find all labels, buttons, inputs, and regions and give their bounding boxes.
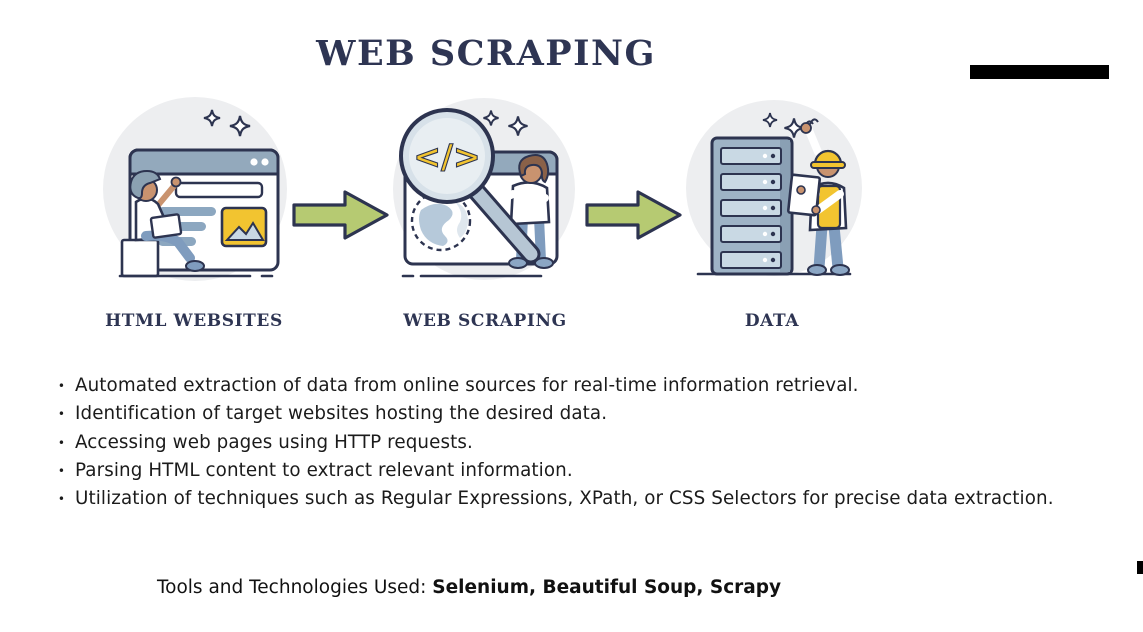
- bullet-text: Accessing web pages using HTTP requests.: [75, 431, 473, 453]
- browser-window-icon: [128, 148, 280, 272]
- globe-icon: [410, 190, 472, 252]
- sitting-person-icon: [118, 169, 274, 278]
- bullet-item: • Utilization of techniques such as Regu…: [48, 485, 1138, 513]
- step-label-html-websites: HTML WEBSITES: [105, 311, 283, 331]
- bullet-text: Identification of target websites hostin…: [75, 403, 608, 425]
- flow-arrow-icon: [292, 190, 389, 240]
- flow-step-html-websites: HTML WEBSITES: [94, 90, 294, 340]
- code-symbol: </>: [413, 137, 480, 176]
- bullet-list: • Automated extraction of data from onli…: [48, 372, 1138, 513]
- step-label-web-scraping: WEB SCRAPING: [403, 311, 567, 331]
- worker-icon: [786, 118, 850, 276]
- bullet-item: • Identification of target websites host…: [48, 400, 1138, 428]
- bullet-dot: •: [57, 492, 66, 507]
- flow-step-data: DATA: [672, 90, 872, 340]
- decorative-edge-mark: [1137, 561, 1143, 574]
- flow-arrow-icon: [585, 190, 682, 240]
- tools-footer-prefix: Tools and Technologies Used:: [157, 577, 433, 598]
- step-label-data: DATA: [744, 311, 800, 331]
- bullet-dot: •: [57, 463, 66, 478]
- bullet-item: • Accessing web pages using HTTP request…: [48, 429, 1138, 457]
- bullet-item: • Parsing HTML content to extract releva…: [48, 457, 1138, 485]
- magnifier-icon: </>: [399, 108, 541, 264]
- person-browsing-website-illustration: [103, 97, 287, 281]
- bullet-item: • Automated extraction of data from onli…: [48, 372, 1138, 400]
- bullet-dot: •: [57, 435, 66, 450]
- decorative-black-bar: [970, 65, 1109, 79]
- bullet-text: Utilization of techniques such as Regula…: [75, 488, 1054, 510]
- flow-step-web-scraping: </> WEB SCRAPING: [385, 90, 585, 340]
- bullet-dot: •: [57, 407, 66, 422]
- tools-footer-list: Selenium, Beautiful Soup, Scrapy: [432, 577, 782, 598]
- server-rack-icon: [710, 136, 794, 276]
- tools-footer: Tools and Technologies Used: Selenium, B…: [157, 577, 781, 598]
- bullet-dot: •: [57, 379, 66, 393]
- bullet-text: Automated extraction of data from online…: [75, 375, 859, 396]
- page-title: WEB SCRAPING: [316, 33, 656, 74]
- worker-server-rack-illustration: [686, 100, 862, 276]
- magnifier-code-search-illustration: </>: [393, 98, 575, 280]
- bullet-text: Parsing HTML content to extract relevant…: [75, 459, 573, 481]
